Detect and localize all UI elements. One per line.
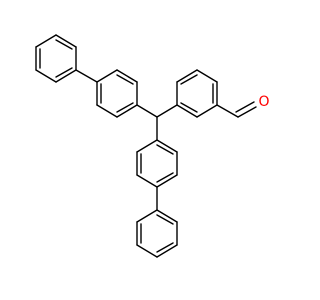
- bond: [96, 104, 118, 118]
- bond: [136, 174, 158, 188]
- bond: [156, 209, 178, 223]
- bond: [156, 174, 178, 188]
- label-background: [257, 94, 271, 110]
- bond: [75, 69, 98, 83]
- bond: [136, 139, 158, 153]
- bond: [196, 104, 218, 118]
- bond: [196, 69, 218, 83]
- bond: [216, 104, 239, 118]
- bond: [136, 209, 158, 223]
- bond: [55, 39, 73, 50]
- bond: [156, 104, 178, 118]
- bond: [156, 144, 174, 155]
- bond: [180, 74, 198, 85]
- bond-layer: [35, 34, 257, 258]
- bond: [156, 244, 178, 258]
- bond: [96, 69, 118, 83]
- molecule-structure: O: [35, 34, 271, 258]
- bond: [156, 214, 174, 225]
- bond: [156, 242, 174, 253]
- bond: [116, 74, 134, 85]
- bond: [156, 139, 178, 153]
- bond: [235, 101, 255, 113]
- bond: [136, 104, 158, 118]
- bond: [35, 34, 57, 48]
- bond: [136, 244, 158, 258]
- bond: [116, 102, 134, 113]
- bond: [35, 69, 57, 83]
- bond: [156, 172, 174, 183]
- bond: [116, 104, 138, 118]
- bond: [176, 104, 198, 118]
- bond: [55, 69, 77, 83]
- oxygen-atom-label: O: [258, 94, 269, 110]
- bond: [55, 34, 77, 48]
- bond: [180, 102, 198, 113]
- atom-label-layer: O: [257, 94, 271, 110]
- bond: [237, 106, 257, 118]
- bond: [176, 69, 198, 83]
- bond: [116, 69, 138, 83]
- bond: [55, 67, 73, 78]
